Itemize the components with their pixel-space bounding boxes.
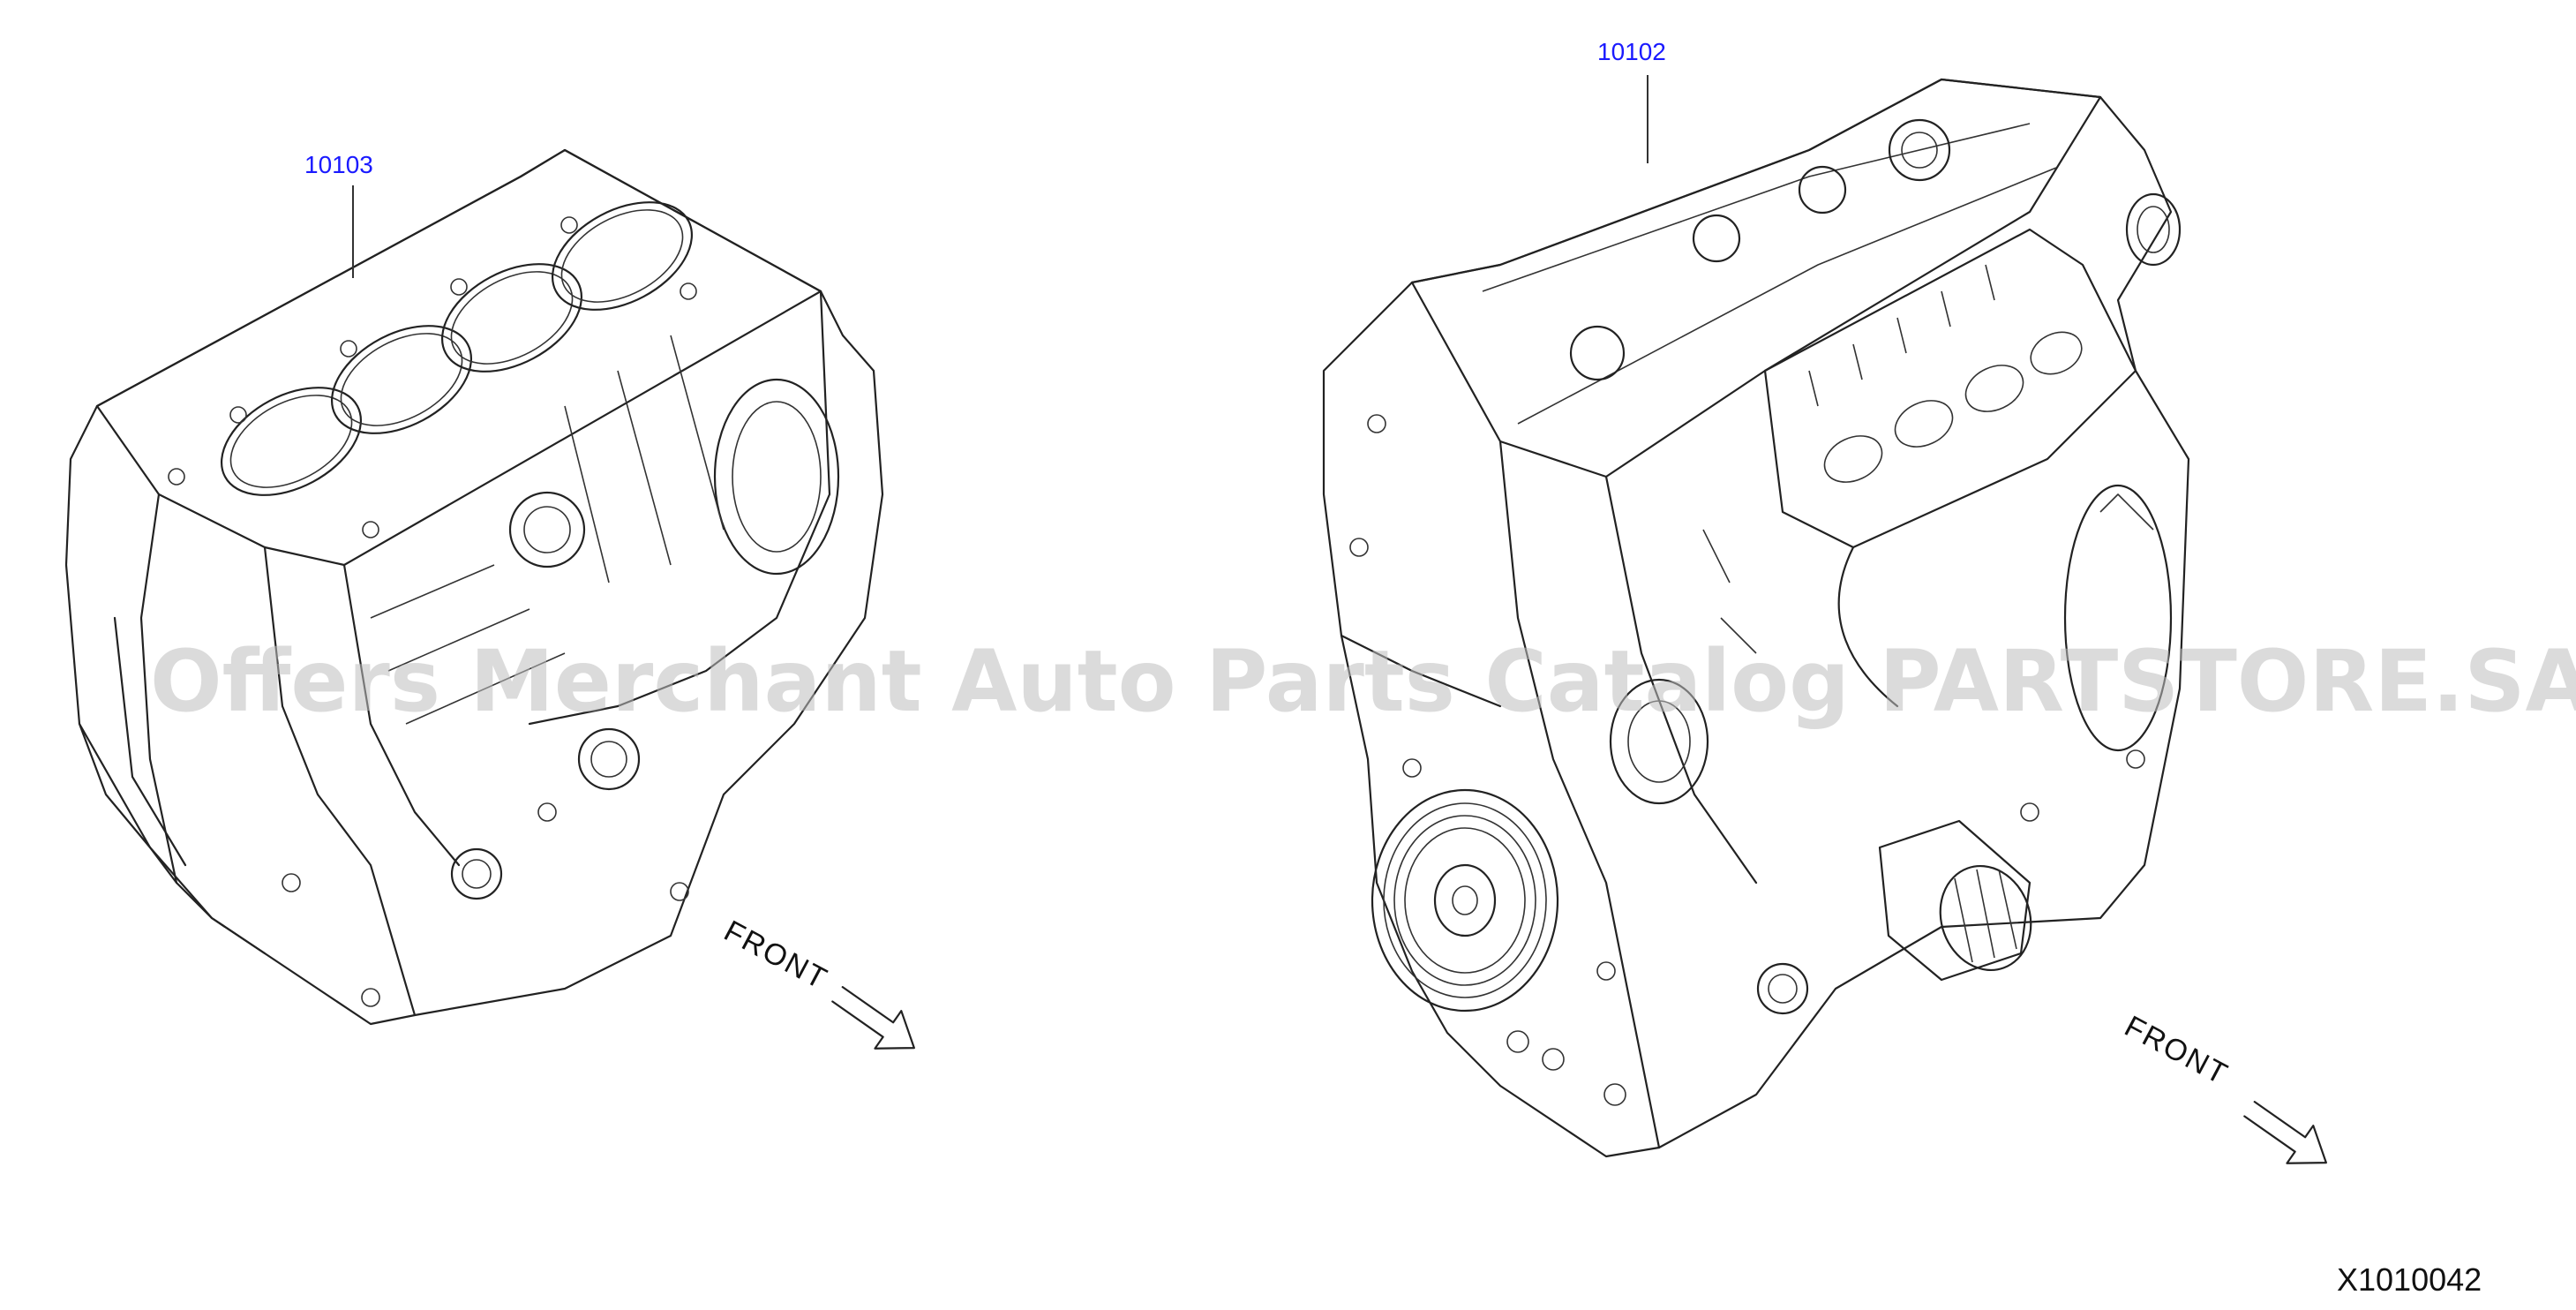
front-arrow-left-icon bbox=[831, 986, 915, 1050]
long-block-part-number[interactable]: 10102 bbox=[1597, 38, 1666, 65]
watermark: Offers Merchant Auto Parts Catalog PARTS… bbox=[150, 632, 2576, 731]
front-label-left: FRONT bbox=[718, 915, 833, 997]
long-block-drawing bbox=[1322, 78, 2190, 1158]
front-label-right: FRONT bbox=[2119, 1010, 2234, 1092]
short-block-drawing bbox=[64, 148, 884, 1026]
front-arrow-right-icon bbox=[2243, 1101, 2327, 1164]
diagram-id: X1010042 bbox=[2337, 1261, 2482, 1298]
short-block-part-number[interactable]: 10103 bbox=[304, 151, 373, 178]
